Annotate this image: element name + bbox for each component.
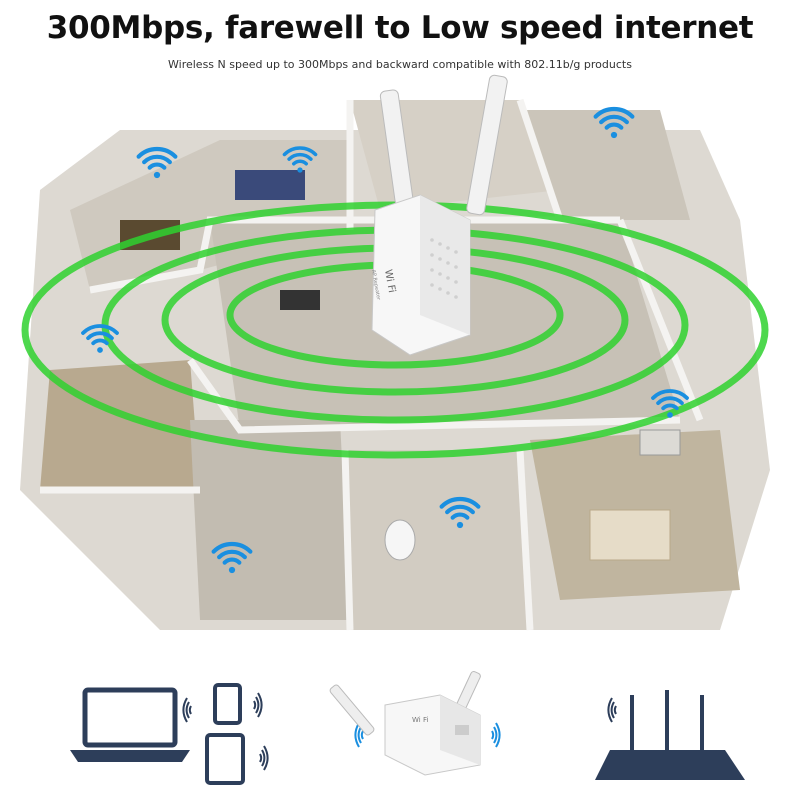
desk-furniture bbox=[639, 429, 681, 456]
wifi-waves-icon bbox=[253, 692, 263, 718]
toilet-furniture bbox=[384, 519, 416, 561]
subheadline: Wireless N speed up to 300Mbps and backw… bbox=[168, 58, 632, 71]
wifi-icons-group bbox=[81, 106, 689, 574]
laptop-icon bbox=[70, 687, 190, 762]
repeater-icon: Wi Fi bbox=[329, 670, 481, 776]
floorplan-svg: Wi Fi AP Repeater bbox=[20, 74, 770, 631]
wifi-signal-icon bbox=[136, 146, 178, 179]
room-bathroom bbox=[345, 450, 530, 630]
tablet-icon bbox=[213, 683, 242, 725]
table-furniture bbox=[280, 290, 320, 310]
wifi-signal-icon bbox=[81, 324, 119, 353]
room-top-right bbox=[520, 110, 690, 220]
repeater-sublabel: AP Repeater bbox=[370, 269, 381, 301]
router-icon bbox=[595, 690, 745, 780]
bed-furniture bbox=[235, 170, 305, 200]
devices-svg: Wi Fi bbox=[70, 670, 745, 785]
vent-holes bbox=[430, 238, 458, 299]
headline: 300Mbps, farewell to Low speed internet bbox=[46, 10, 754, 46]
wifi-waves-icon bbox=[491, 722, 501, 748]
repeater-side bbox=[420, 195, 470, 335]
tablet-icon bbox=[205, 733, 245, 785]
wifi-signal-icon bbox=[211, 541, 253, 574]
repeater-icon-label: Wi Fi bbox=[412, 716, 428, 724]
wifi-signal-icon bbox=[651, 389, 689, 418]
house-floorplan-illustration: Wi Fi AP Repeater bbox=[0, 70, 800, 650]
devices-row: Wi Fi bbox=[0, 650, 800, 800]
wifi-signal-icon bbox=[282, 146, 318, 173]
bed-furniture bbox=[589, 509, 671, 561]
room-left-tiles bbox=[40, 360, 200, 490]
wifi-signal-icon bbox=[439, 496, 481, 529]
wifi-repeater-device: Wi Fi AP Repeater bbox=[370, 74, 508, 356]
antenna-right bbox=[466, 74, 508, 216]
wifi-signal-icon bbox=[593, 106, 635, 139]
wifi-waves-icon bbox=[259, 745, 269, 771]
repeater-label: Wi Fi bbox=[382, 269, 397, 294]
wifi-waves-icon bbox=[182, 697, 192, 723]
wifi-waves-icon bbox=[607, 697, 617, 723]
